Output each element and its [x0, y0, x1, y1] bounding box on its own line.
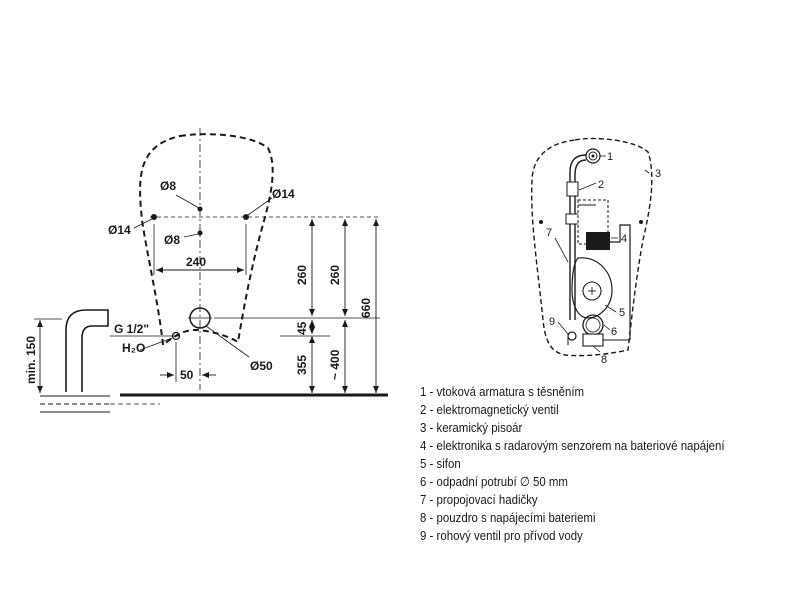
- callout-2: 2: [598, 179, 604, 191]
- dim-d8-top: Ø8: [160, 179, 176, 193]
- legend-item: 1 - vtoková armatura s těsněním: [420, 384, 585, 399]
- dim-355: 355: [295, 355, 309, 375]
- legend-item: 5 - sifon: [420, 456, 461, 471]
- callout-9: 9: [549, 316, 555, 328]
- legend-item: 4 - elektronika s radarovým senzorem na …: [420, 438, 725, 453]
- legend-item: 2 - elektromagnetický ventil: [420, 402, 559, 417]
- supply-pipe: [65, 309, 109, 400]
- siphon: [571, 257, 613, 319]
- dim-260-a: 260: [295, 265, 309, 285]
- urinal-outline: [139, 133, 274, 347]
- legend-item: 9 - rohový ventil pro přívod vody: [420, 528, 583, 543]
- hole-d14-left: [151, 214, 157, 220]
- legend-item: 8 - pouzdro s napájecími bateriemi: [420, 510, 596, 525]
- dim-d14-right: Ø14: [272, 187, 295, 201]
- installation-drawing: Ø8 Ø14 Ø14 Ø8 240 G 1/2" H₂O 50 Ø50 260 …: [24, 128, 388, 413]
- battery-case: [582, 333, 604, 347]
- legend-item: 3 - keramický pisoár: [420, 420, 523, 435]
- dim-45: 45: [295, 321, 309, 335]
- dim-240: 240: [186, 255, 206, 269]
- legend-item: 6 - odpadní potrubí ∅ 50 mm: [420, 474, 568, 489]
- water-inlet: [171, 331, 181, 341]
- callout-8: 8: [601, 354, 607, 366]
- dim-g12: G 1/2": [114, 322, 149, 336]
- corner-valve: [567, 331, 577, 341]
- dim-d14-left: Ø14: [108, 223, 131, 237]
- dim-min150: min. 150: [24, 336, 38, 384]
- callout-7: 7: [546, 227, 552, 239]
- dim-d50: Ø50: [250, 359, 273, 373]
- callout-3: 3: [655, 168, 661, 180]
- electronics-box: [586, 232, 610, 250]
- dim-260-b: 260: [328, 265, 342, 285]
- legend-item: 7 - propojovací hadičky: [420, 492, 538, 507]
- dim-50: 50: [180, 368, 194, 382]
- callout-5: 5: [619, 307, 625, 319]
- dim-d8-mid: Ø8: [164, 233, 180, 247]
- parts-legend: 1 - vtoková armatura s těsněním 2 - elek…: [420, 383, 725, 545]
- component-drawing: 1 2 3 4 5 6 7 8 9: [531, 137, 661, 366]
- dim-h2o: H₂O: [122, 341, 145, 355]
- dim-660: 660: [359, 298, 373, 318]
- callout-6: 6: [611, 326, 617, 338]
- hole-d8-mid: [197, 230, 203, 236]
- callout-4: 4: [621, 233, 627, 245]
- callout-1: 1: [607, 151, 613, 163]
- hole-d14-right: [243, 214, 249, 220]
- dim-400: ~ 400: [328, 349, 342, 380]
